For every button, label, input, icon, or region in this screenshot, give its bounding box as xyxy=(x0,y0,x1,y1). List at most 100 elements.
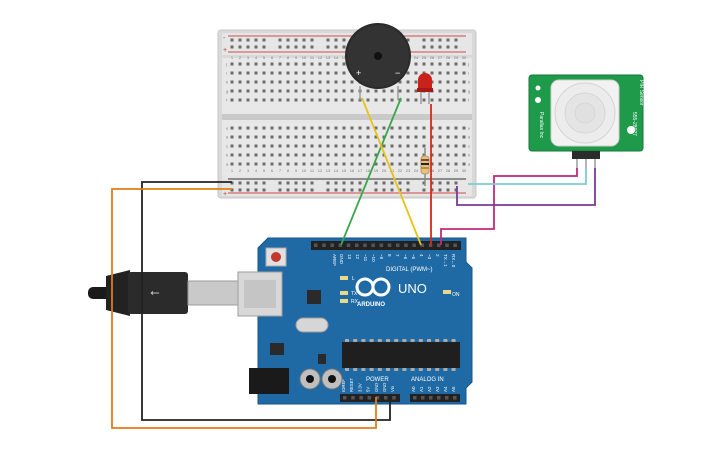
breadboard-hole[interactable] xyxy=(446,126,450,130)
breadboard-hole[interactable] xyxy=(438,80,442,84)
breadboard-hole[interactable] xyxy=(398,135,402,139)
breadboard-hole[interactable] xyxy=(286,162,290,166)
header-pin[interactable] xyxy=(445,396,449,400)
breadboard-hole[interactable] xyxy=(454,153,458,157)
breadboard-hole[interactable] xyxy=(286,188,290,192)
breadboard-hole[interactable] xyxy=(310,80,314,84)
breadboard-hole[interactable] xyxy=(278,71,282,75)
breadboard-hole[interactable] xyxy=(374,153,378,157)
breadboard-hole[interactable] xyxy=(382,98,386,102)
breadboard-hole[interactable] xyxy=(318,126,322,130)
breadboard-hole[interactable] xyxy=(294,98,298,102)
breadboard-hole[interactable] xyxy=(254,38,258,42)
header-pin[interactable] xyxy=(387,243,392,248)
breadboard-hole[interactable] xyxy=(390,89,394,93)
breadboard-hole[interactable] xyxy=(462,62,466,66)
wire-magenta-pir-out[interactable] xyxy=(440,168,578,245)
header-pin[interactable] xyxy=(363,243,367,248)
breadboard-hole[interactable] xyxy=(302,162,306,166)
breadboard-hole[interactable] xyxy=(334,45,338,49)
breadboard-hole[interactable] xyxy=(350,98,354,102)
breadboard-hole[interactable] xyxy=(446,71,450,75)
breadboard-hole[interactable] xyxy=(454,188,458,192)
breadboard-hole[interactable] xyxy=(374,181,378,185)
breadboard-hole[interactable] xyxy=(406,98,410,102)
breadboard-hole[interactable] xyxy=(382,135,386,139)
breadboard-hole[interactable] xyxy=(262,181,266,185)
breadboard-hole[interactable] xyxy=(254,80,258,84)
breadboard-hole[interactable] xyxy=(230,181,234,185)
breadboard-hole[interactable] xyxy=(342,135,346,139)
breadboard-hole[interactable] xyxy=(246,71,250,75)
header-pin[interactable] xyxy=(322,243,326,248)
breadboard-hole[interactable] xyxy=(390,135,394,139)
breadboard-hole[interactable] xyxy=(270,144,274,148)
breadboard-hole[interactable] xyxy=(246,80,250,84)
breadboard-hole[interactable] xyxy=(230,80,234,84)
arduino-uno-board[interactable]: ARDUINO UNO ON L TX RX DIGITAL (PWM~) PO… xyxy=(237,237,473,405)
breadboard-hole[interactable] xyxy=(438,62,442,66)
breadboard-hole[interactable] xyxy=(278,98,282,102)
breadboard-hole[interactable] xyxy=(246,45,250,49)
breadboard-hole[interactable] xyxy=(454,181,458,185)
wire-green-buzzer-minus[interactable] xyxy=(340,97,402,246)
breadboard-hole[interactable] xyxy=(334,153,338,157)
header-pin[interactable] xyxy=(375,396,380,400)
resistor[interactable] xyxy=(420,148,430,186)
breadboard-hole[interactable] xyxy=(326,80,330,84)
breadboard-hole[interactable] xyxy=(446,38,450,42)
breadboard-hole[interactable] xyxy=(238,98,242,102)
header-pin[interactable] xyxy=(367,396,372,400)
breadboard-hole[interactable] xyxy=(342,71,346,75)
breadboard-hole[interactable] xyxy=(318,62,322,66)
breadboard-hole[interactable] xyxy=(326,62,330,66)
breadboard-hole[interactable] xyxy=(230,144,234,148)
breadboard-hole[interactable] xyxy=(342,153,346,157)
breadboard-hole[interactable] xyxy=(406,162,410,166)
breadboard-hole[interactable] xyxy=(286,135,290,139)
breadboard-hole[interactable] xyxy=(390,188,394,192)
breadboard-hole[interactable] xyxy=(374,98,378,102)
breadboard-hole[interactable] xyxy=(262,38,266,42)
breadboard-hole[interactable] xyxy=(438,89,442,93)
breadboard-hole[interactable] xyxy=(262,98,266,102)
breadboard-hole[interactable] xyxy=(294,80,298,84)
breadboard-hole[interactable] xyxy=(238,89,242,93)
breadboard-hole[interactable] xyxy=(342,126,346,130)
breadboard-hole[interactable] xyxy=(358,188,362,192)
breadboard-hole[interactable] xyxy=(262,80,266,84)
breadboard-hole[interactable] xyxy=(334,80,338,84)
breadboard-hole[interactable] xyxy=(430,98,434,102)
breadboard-hole[interactable] xyxy=(254,135,258,139)
breadboard-hole[interactable] xyxy=(446,153,450,157)
wire-yellow-buzzer-plus[interactable] xyxy=(361,97,422,246)
breadboard-hole[interactable] xyxy=(382,144,386,148)
breadboard-hole[interactable] xyxy=(294,45,298,49)
breadboard-hole[interactable] xyxy=(366,162,370,166)
header-pin[interactable] xyxy=(355,243,359,248)
breadboard-hole[interactable] xyxy=(278,153,282,157)
breadboard-hole[interactable] xyxy=(270,135,274,139)
breadboard-hole[interactable] xyxy=(358,181,362,185)
breadboard-hole[interactable] xyxy=(270,62,274,66)
breadboard-hole[interactable] xyxy=(238,135,242,139)
breadboard-hole[interactable] xyxy=(462,89,466,93)
breadboard-hole[interactable] xyxy=(438,126,442,130)
breadboard-hole[interactable] xyxy=(334,162,338,166)
breadboard-hole[interactable] xyxy=(278,162,282,166)
header-pin[interactable] xyxy=(379,243,384,248)
header-pin[interactable] xyxy=(437,396,441,400)
breadboard-hole[interactable] xyxy=(286,38,290,42)
breadboard-hole[interactable] xyxy=(318,98,322,102)
breadboard-hole[interactable] xyxy=(454,62,458,66)
breadboard-hole[interactable] xyxy=(310,188,314,192)
breadboard-hole[interactable] xyxy=(246,62,250,66)
breadboard-hole[interactable] xyxy=(366,153,370,157)
breadboard-hole[interactable] xyxy=(446,45,450,49)
header-pin[interactable] xyxy=(351,396,355,400)
breadboard-hole[interactable] xyxy=(414,135,418,139)
breadboard-hole[interactable] xyxy=(334,181,338,185)
breadboard-hole[interactable] xyxy=(286,45,290,49)
breadboard-hole[interactable] xyxy=(438,188,442,192)
breadboard-hole[interactable] xyxy=(270,153,274,157)
